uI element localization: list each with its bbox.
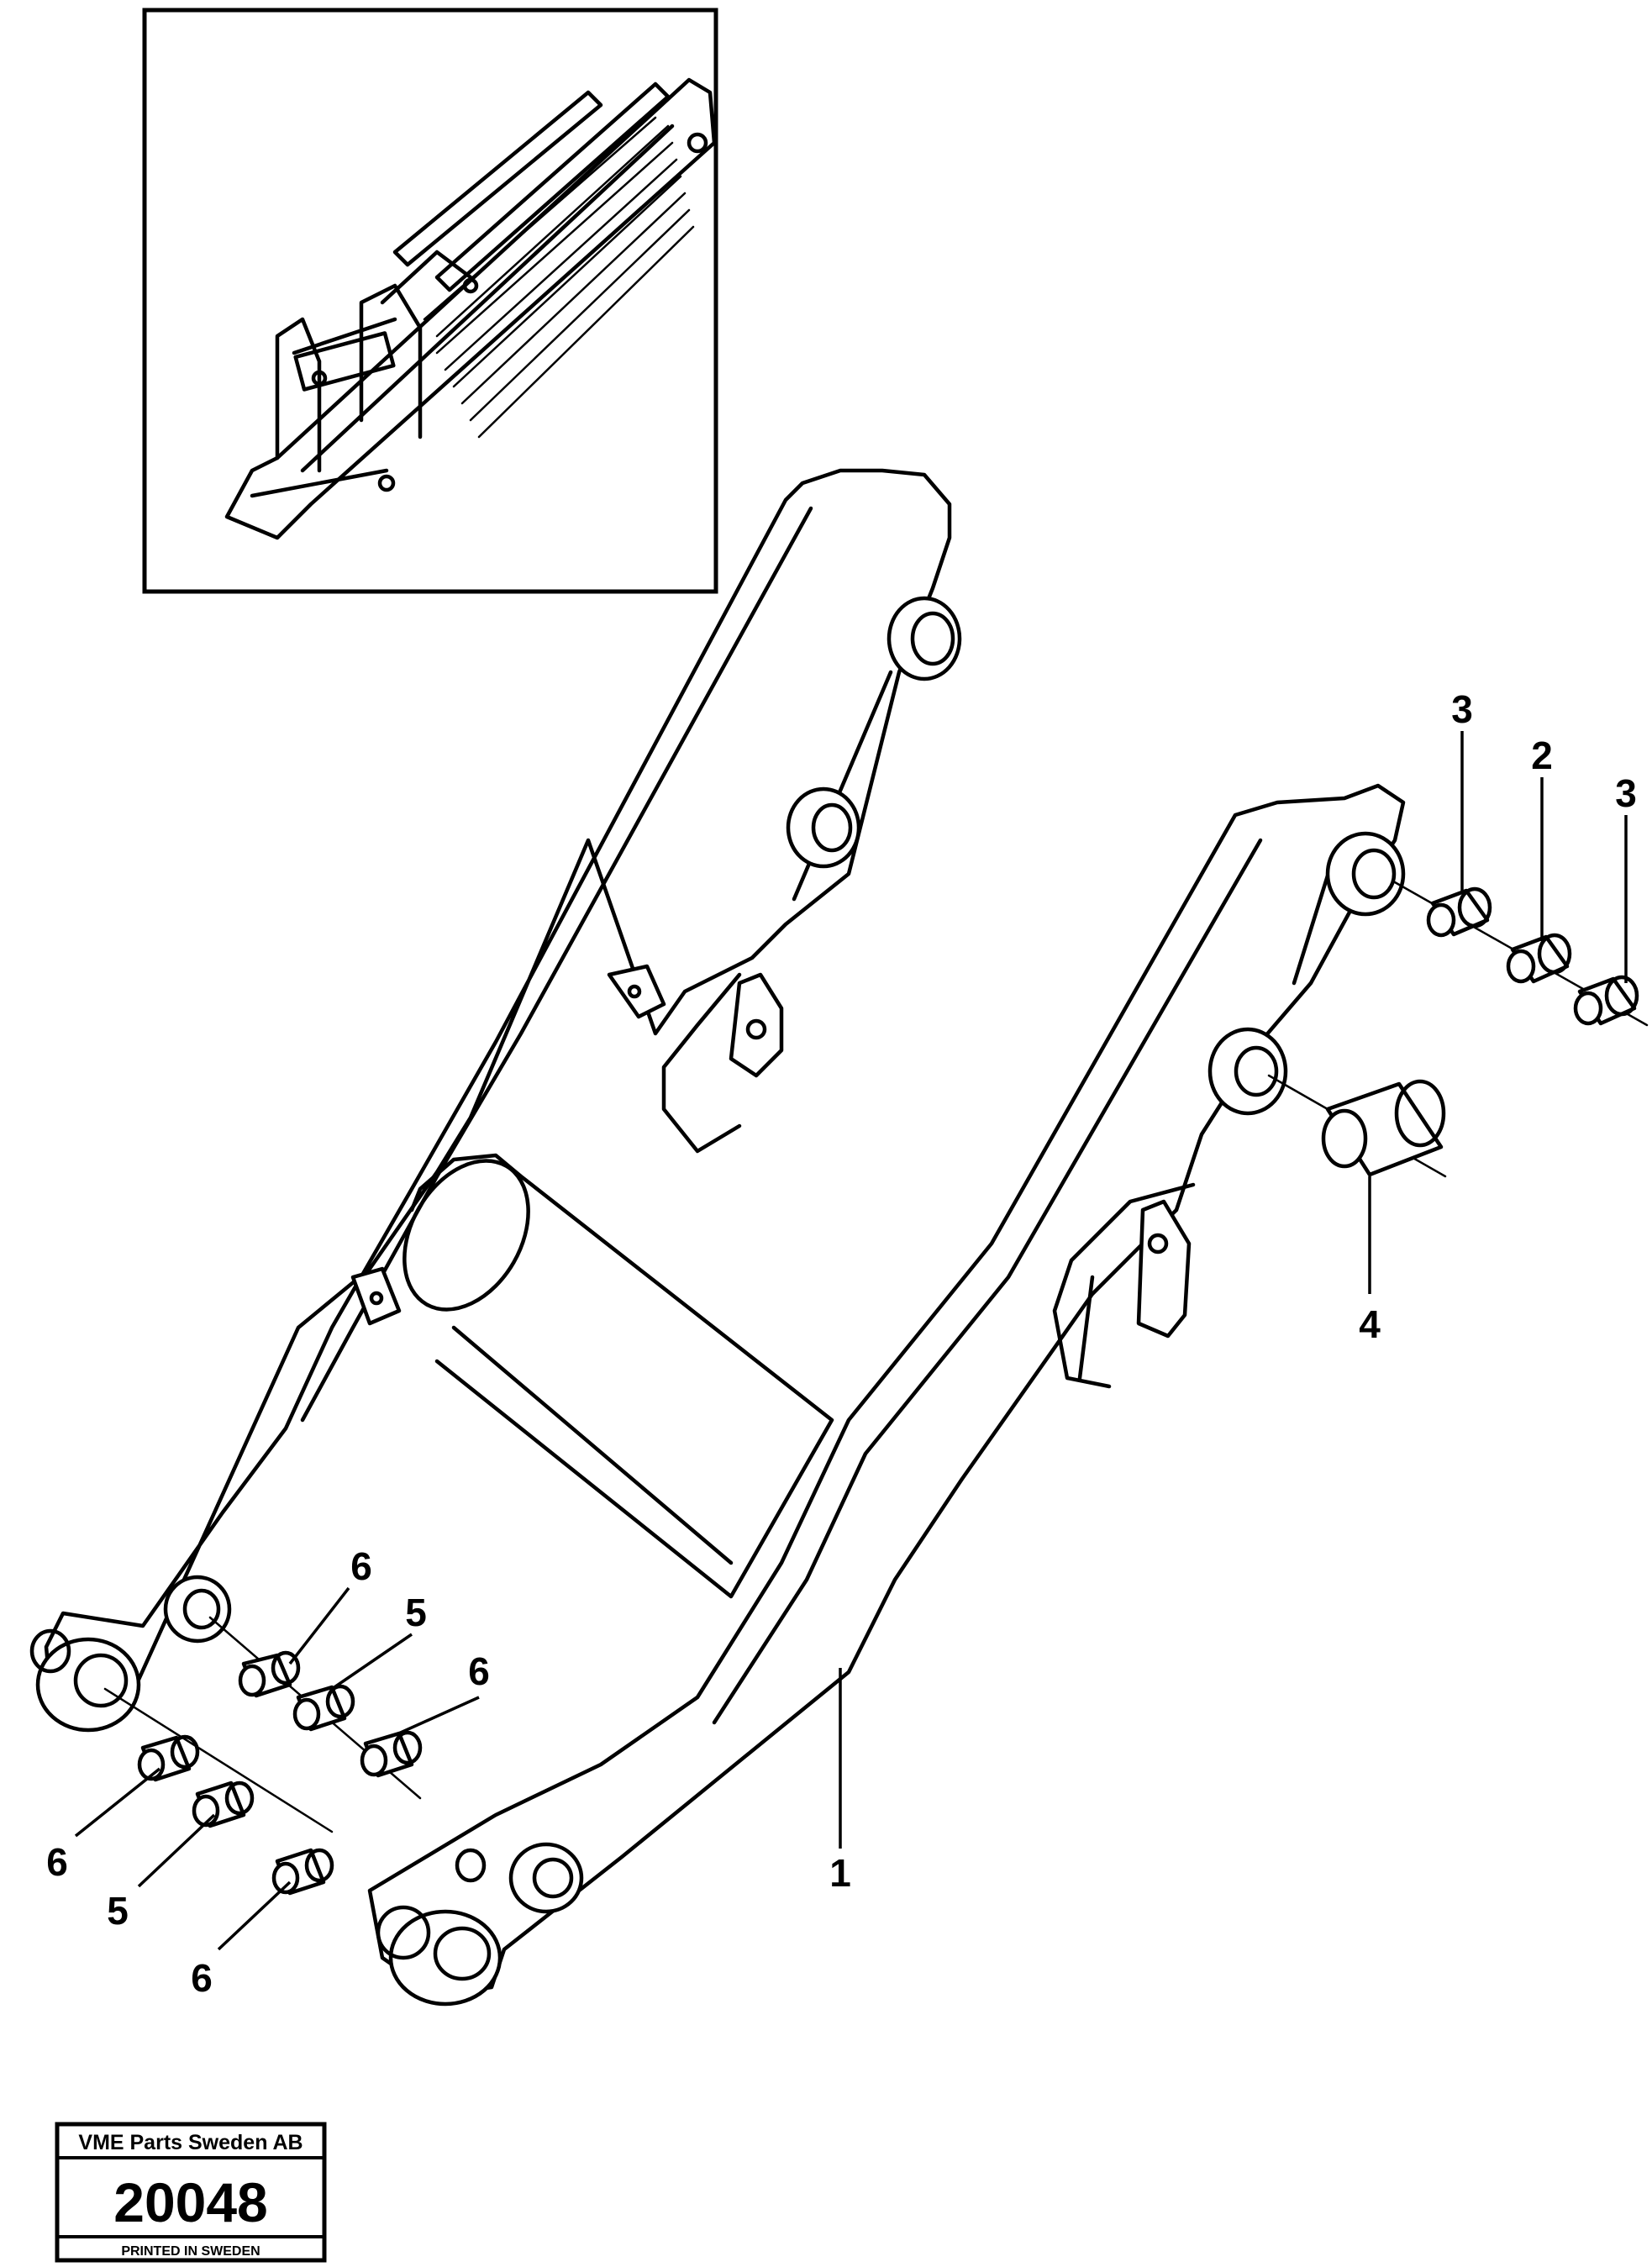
front-bottom-boss xyxy=(388,1909,502,2007)
callout-2: 2 xyxy=(1531,734,1553,777)
bushing-6-b xyxy=(360,1730,423,1778)
bushing-5-a xyxy=(292,1684,355,1732)
bushing-6-c xyxy=(137,1734,200,1782)
callout-3-left: 3 xyxy=(1451,687,1473,731)
bushing-6-a xyxy=(238,1650,301,1698)
loader-assembly-sketch xyxy=(224,77,717,540)
stamp-printed: PRINTED IN SWEDEN xyxy=(121,2244,260,2259)
callout-3-right: 3 xyxy=(1615,771,1637,815)
pin-sleeve-4 xyxy=(1321,1079,1446,1177)
rear-top-boss xyxy=(887,596,962,681)
callout-6-left: 6 xyxy=(46,1840,68,1884)
rear-bottom-boss xyxy=(35,1637,141,1733)
callout-labels: 1 2 3 3 4 5 5 6 6 6 6 xyxy=(46,687,1637,2000)
rear-arm-outline xyxy=(44,468,952,1721)
bushing-3-upper-left xyxy=(1426,886,1492,938)
callout-1: 1 xyxy=(829,1851,851,1895)
callout-4: 4 xyxy=(1359,1302,1381,1346)
overview-inset xyxy=(142,8,718,594)
front-arm-outline xyxy=(367,783,1406,1998)
bushing-5-b xyxy=(192,1780,255,1828)
stamp-number: 20048 xyxy=(113,2171,268,2233)
front-top-boss xyxy=(1325,831,1406,917)
callout-5-upper: 5 xyxy=(405,1591,427,1634)
cross-tube xyxy=(409,1153,834,1599)
leader-lines xyxy=(74,731,1628,1951)
lift-arm-frame xyxy=(29,468,1406,2007)
parts-stamp: VME Parts Sweden AB 20048 PRINTED IN SWE… xyxy=(55,2122,327,2263)
callout-6-right: 6 xyxy=(468,1649,490,1693)
rear-lower-boss xyxy=(163,1575,232,1644)
bushing-3-upper-right xyxy=(1573,975,1639,1026)
bushings xyxy=(103,881,1649,1896)
front-mid-boss xyxy=(1207,1027,1288,1116)
callout-6-bottom: 6 xyxy=(191,1956,213,2000)
stamp-company: VME Parts Sweden AB xyxy=(78,2131,303,2154)
callout-5-lower: 5 xyxy=(107,1889,129,1933)
rear-mid-boss xyxy=(786,786,861,869)
callout-6-top: 6 xyxy=(350,1544,372,1588)
bushing-2 xyxy=(1506,933,1572,984)
bushing-6-d xyxy=(271,1848,334,1896)
